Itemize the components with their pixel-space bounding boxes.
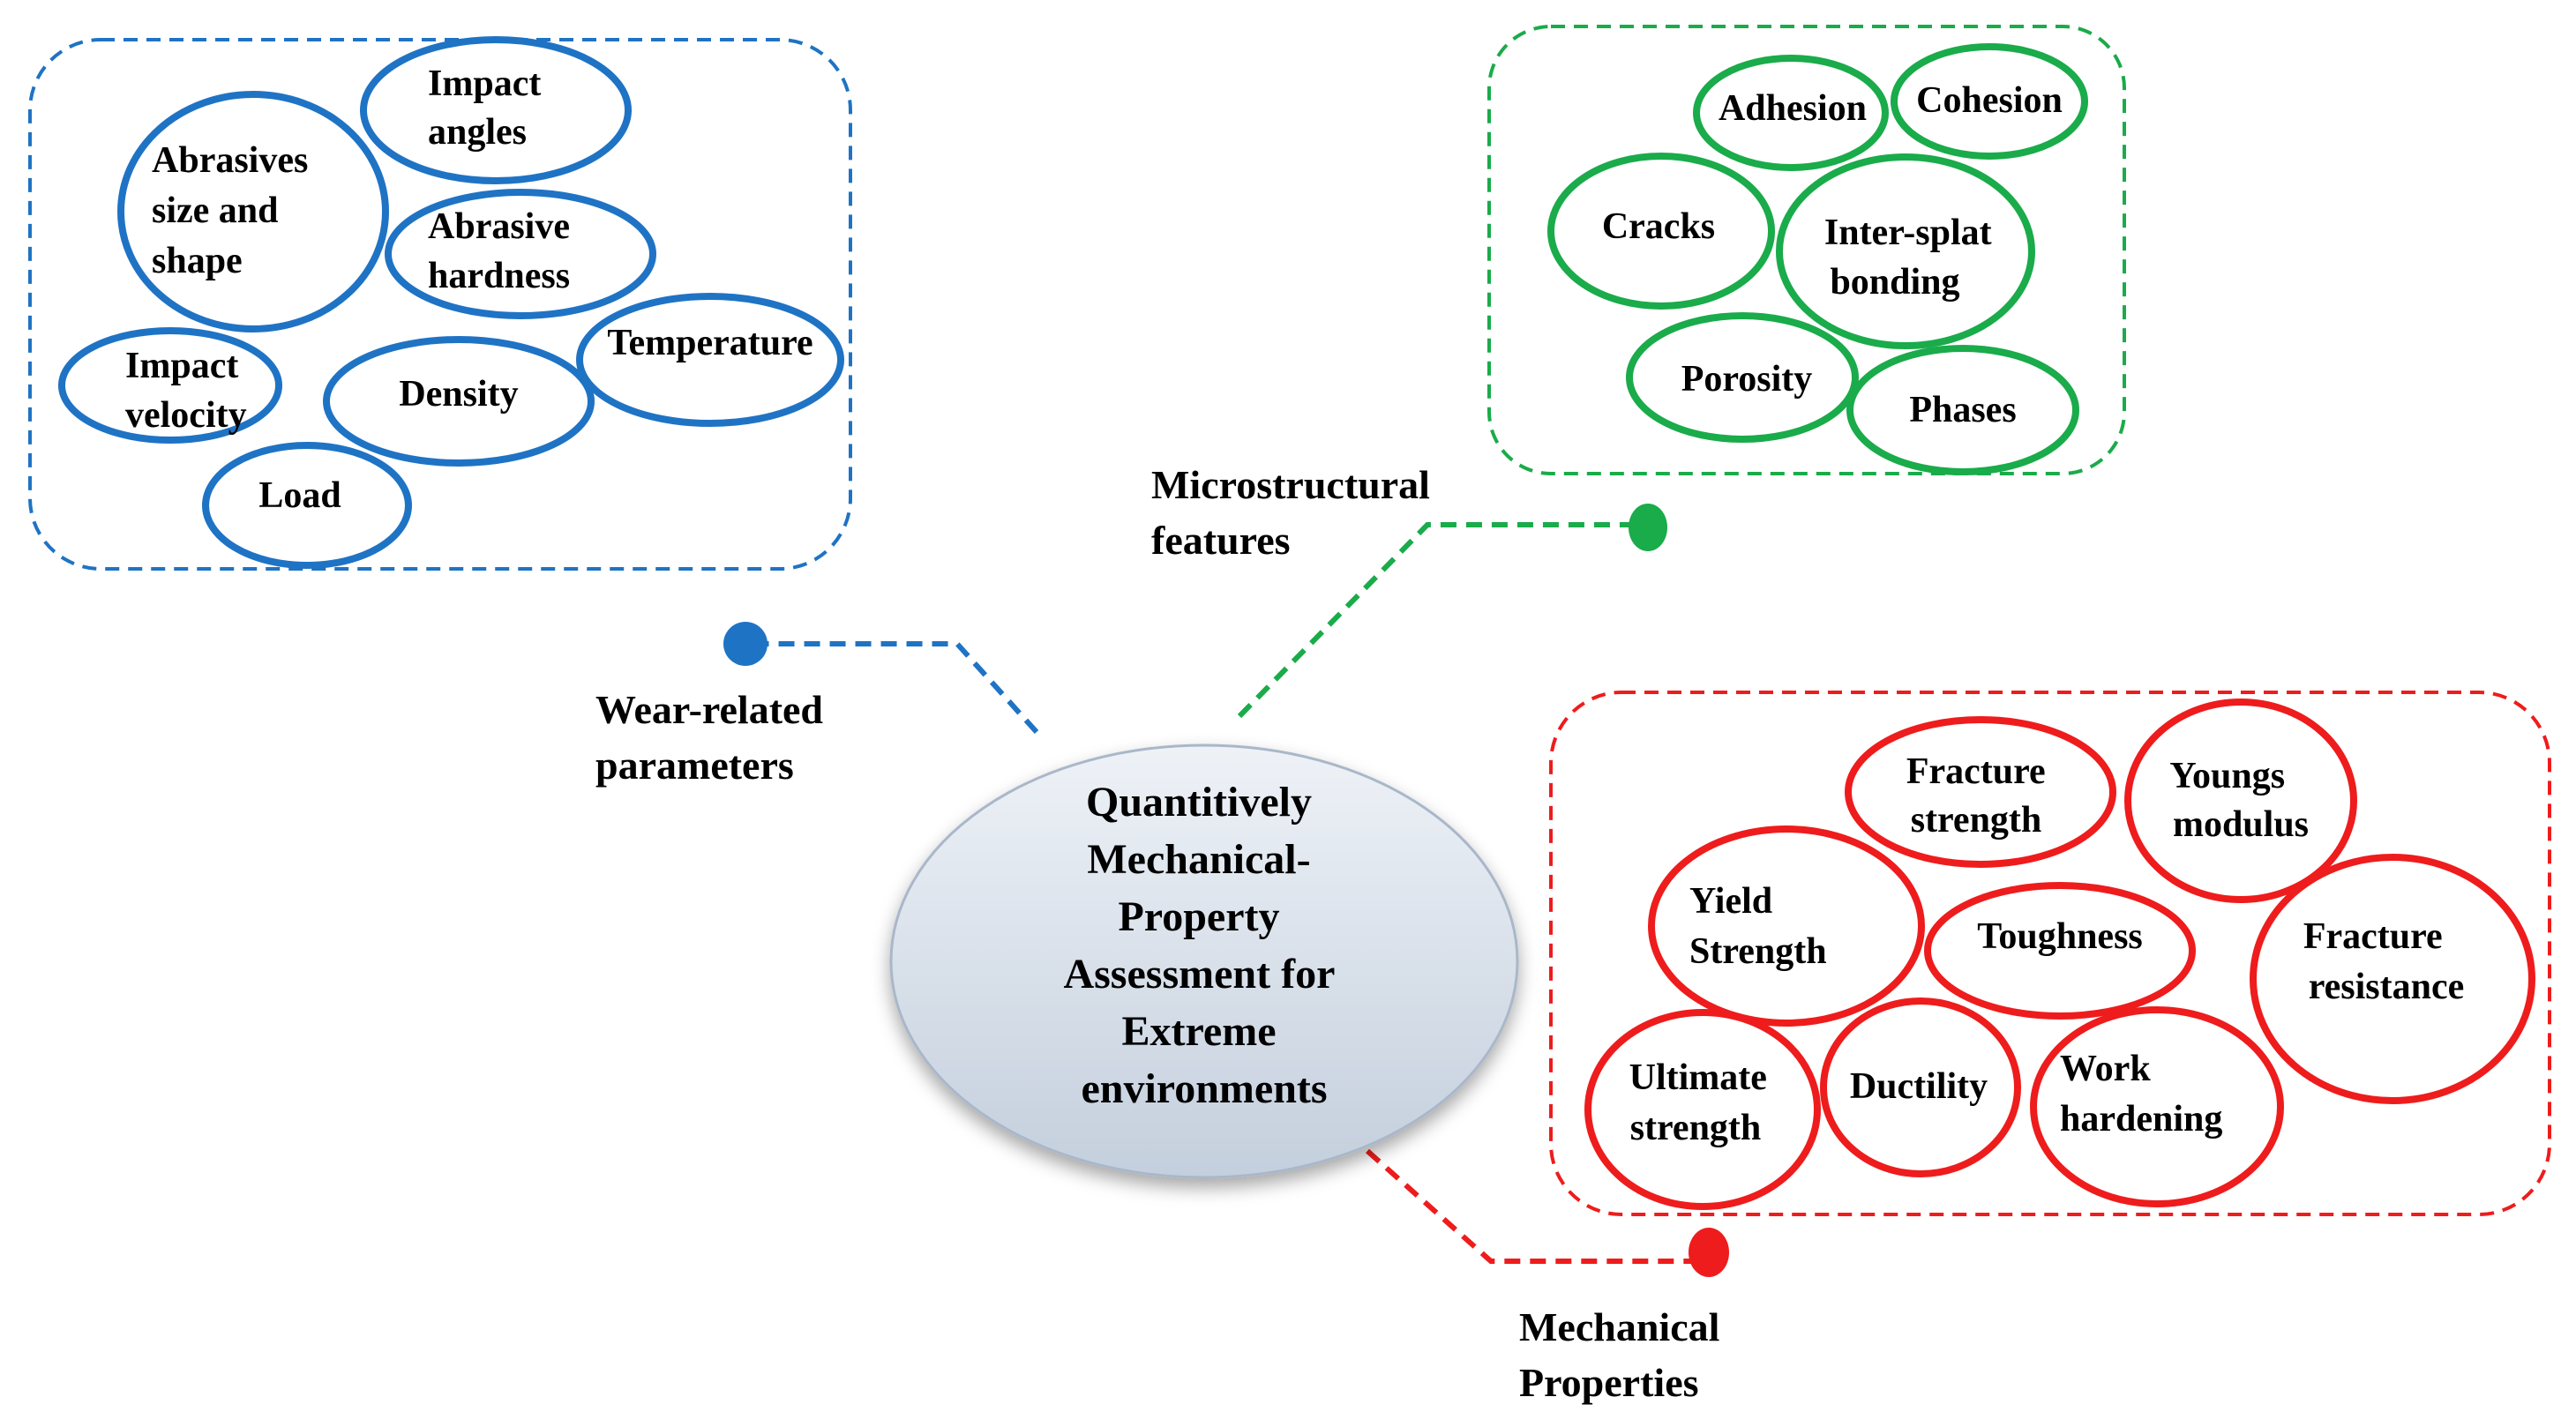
svg-text:Ductility: Ductility — [1850, 1066, 1988, 1107]
wear-node-group: Impact angles Abrasives size and shape A… — [58, 36, 844, 569]
mech-group-frame — [1549, 691, 2551, 1216]
mech-node-yield-strength: Yield Strength — [1648, 826, 1925, 1027]
wear-group-frame — [28, 38, 852, 571]
wear-node-temperature: Temperature — [576, 293, 844, 427]
svg-text:Phases: Phases — [1909, 390, 2016, 430]
micro-group-label: Microstructural features — [1151, 462, 1440, 563]
wear-node-load: Load — [202, 442, 412, 569]
wear-connector-line — [745, 641, 1039, 735]
wear-node-density: Density — [323, 336, 595, 467]
wear-connector-dot — [723, 622, 768, 666]
svg-text:Porosity: Porosity — [1681, 359, 1813, 400]
mech-node-fracture-strength: Fracture strength — [1845, 716, 2116, 868]
micro-node-inter-splat-bonding: Inter-splat bonding — [1776, 153, 2035, 349]
micro-node-group: Adhesion Cohesion Cracks Inter-splat bon… — [1547, 43, 2088, 475]
svg-text:Cohesion: Cohesion — [1916, 80, 2063, 121]
wear-node-abrasive-hardness: Abrasive hardness — [385, 189, 656, 319]
svg-text:Fracture resistance: Fracture resistance — [2303, 916, 2464, 1007]
svg-text:Fracture strength: Fracture strength — [1906, 751, 2055, 841]
svg-text:Yield Strength: Yield Strength — [1689, 881, 1827, 972]
mech-node-toughness: Toughness — [1924, 882, 2196, 1020]
center-topic-ellipse — [889, 743, 1519, 1179]
micro-connector-line — [1237, 522, 1648, 719]
svg-text:Ultimate strength: Ultimate strength — [1629, 1057, 1777, 1148]
mech-group-label: Mechanical Properties — [1519, 1304, 1730, 1405]
svg-text:Abrasives size and: Abrasives size and shape — [152, 140, 318, 281]
wear-node-abrasives-size-shape: Abrasives size and shape — [117, 91, 389, 332]
svg-text:Inter-splat bonding: Inter-splat bonding — [1824, 213, 2001, 303]
micro-node-adhesion: Adhesion — [1693, 55, 1889, 171]
svg-text:Load: Load — [258, 475, 341, 516]
wear-node-impact-velocity: Impact velocity — [58, 327, 282, 444]
micro-node-cohesion: Cohesion — [1891, 43, 2088, 160]
mech-node-work-hardening: Work hardening — [2030, 1006, 2284, 1207]
wear-node-impact-angles: Impact angles — [360, 36, 632, 184]
mech-node-fracture-resistance: Fracture resistance — [2250, 854, 2535, 1104]
micro-group-frame — [1487, 25, 2126, 475]
svg-text:Adhesion: Adhesion — [1719, 88, 1867, 129]
svg-text:Cracks: Cracks — [1602, 206, 1715, 247]
mech-connector-line — [1366, 1148, 1707, 1264]
svg-text:Abrasive hardness: Abrasive hardness — [428, 206, 580, 296]
micro-node-phases: Phases — [1846, 345, 2079, 475]
micro-node-porosity: Porosity — [1626, 312, 1859, 443]
mech-node-ultimate-strength: Ultimate strength — [1584, 1009, 1821, 1210]
svg-text:Toughness: Toughness — [1977, 916, 2143, 957]
svg-text:Work hardening: Work hardening — [2060, 1049, 2222, 1139]
mech-connector-dot — [1689, 1228, 1729, 1277]
svg-text:Impact angles: Impact angles — [428, 64, 550, 153]
svg-text:Density: Density — [399, 374, 518, 415]
svg-text:Youngs modulus: Youngs modulus — [2169, 756, 2309, 845]
mech-node-group: Fracture strength Youngs modulus Yield S… — [1584, 699, 2535, 1210]
svg-text:Temperature: Temperature — [607, 323, 812, 363]
mech-node-youngs-modulus: Youngs modulus — [2124, 699, 2357, 903]
mech-node-ductility: Ductility — [1820, 997, 2021, 1177]
micro-node-cracks: Cracks — [1547, 153, 1775, 310]
center-topic-text: Quantitively Mechanical- Property Assess… — [1063, 779, 1344, 1112]
svg-text:Impact velocity: Impact velocity — [125, 346, 248, 436]
micro-connector-dot — [1629, 504, 1667, 551]
wear-group-label: Wear-related parameters — [595, 687, 834, 788]
